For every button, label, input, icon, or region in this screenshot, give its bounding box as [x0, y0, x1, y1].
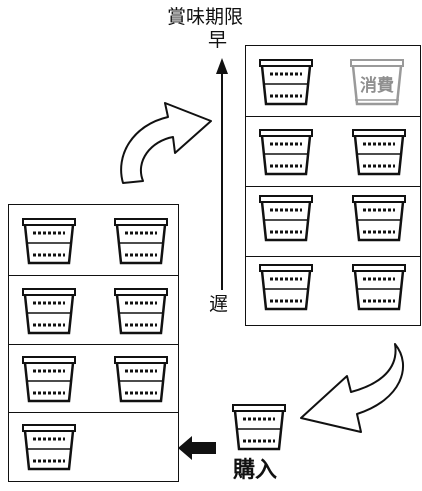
basket-icon — [114, 356, 168, 403]
purchase-label: 購入 — [233, 458, 278, 483]
basket-icon — [22, 356, 76, 403]
shelf-row-divider — [246, 116, 420, 117]
consumed-basket: 消費 — [349, 58, 405, 108]
shelf-row-divider — [9, 412, 178, 413]
axis-early-label: 早 — [208, 29, 228, 51]
shelf-life-title: 賞味期限 — [167, 6, 244, 28]
basket-icon — [352, 129, 406, 176]
consumed-label: 消費 — [360, 76, 394, 96]
basket-icon — [114, 218, 168, 265]
basket-icon — [259, 195, 313, 242]
right-shelf — [245, 45, 421, 326]
curved-arrow-icon — [120, 102, 212, 184]
basket-icon — [352, 264, 406, 311]
basket-icon — [259, 59, 313, 106]
basket-icon — [22, 288, 76, 335]
basket-icon — [259, 129, 313, 176]
basket-icon — [114, 288, 168, 335]
shelf-row-divider — [9, 344, 178, 345]
basket-icon — [22, 424, 76, 471]
basket-icon — [352, 195, 406, 242]
purchased-basket-icon — [232, 404, 286, 451]
shelf-row-divider — [9, 275, 178, 276]
left-shelf — [8, 204, 179, 482]
axis-late-label: 遅 — [209, 293, 229, 315]
solid-left-arrow-icon — [178, 436, 216, 460]
curved-arrow-icon — [300, 343, 404, 433]
basket-icon — [350, 59, 404, 106]
shelf-row-divider — [246, 256, 420, 257]
basket-icon — [22, 218, 76, 265]
basket-icon — [259, 264, 313, 311]
shelf-row-divider — [246, 186, 420, 187]
